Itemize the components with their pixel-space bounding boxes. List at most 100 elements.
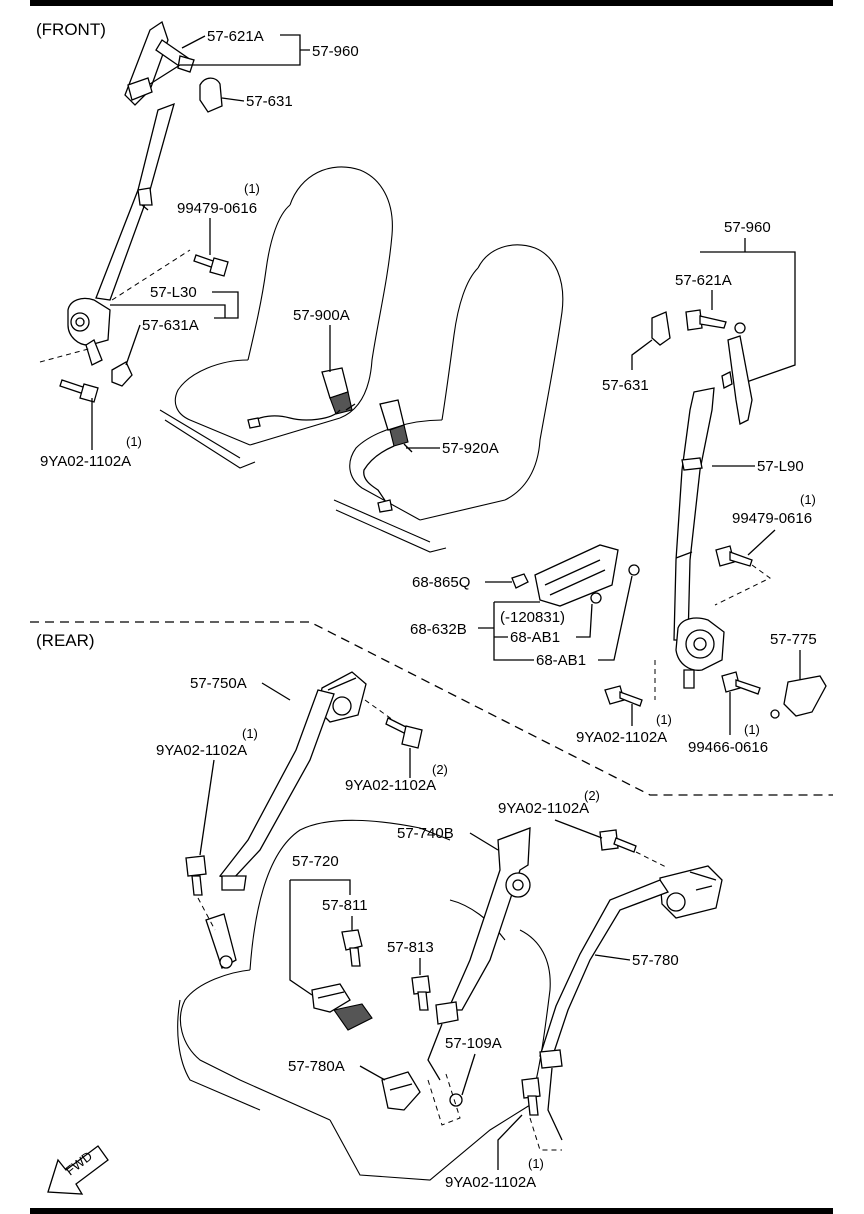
label-57-780: 57-780 — [632, 952, 679, 969]
leader-960-right — [700, 238, 796, 386]
rear-right-belt-webbing — [539, 879, 669, 1141]
leader-960-top — [149, 34, 310, 85]
rear-right-bolt-9ya02-3 — [599, 829, 637, 853]
rear-right-retractor — [659, 865, 723, 919]
leader-9ya02-rear1 — [199, 759, 215, 856]
front-right-bolt-621a — [685, 309, 746, 334]
label-57-l30: 57-L30 — [150, 284, 197, 301]
front-left-belt-cover — [111, 361, 133, 387]
front-right-belt-webbing — [673, 387, 715, 641]
front-right-retractor — [675, 617, 725, 689]
top-border — [30, 0, 833, 6]
label-9ya02-qty-rear2: (2) — [432, 762, 448, 777]
label-57-631-top: 57-631 — [246, 93, 293, 110]
label-120831: (-120831) — [500, 609, 565, 626]
rear-center-belt-webbing — [427, 827, 531, 1081]
label-57-811: 57-811 — [322, 897, 368, 914]
front-buckle-920a — [363, 399, 413, 513]
label-9ya02-1102a-front: 9YA02-1102A — [40, 453, 131, 470]
front-right-dashed-guide — [654, 564, 771, 700]
label-99479-0616-right: 99479-0616 — [732, 510, 812, 527]
rear-bolt-811 — [341, 929, 363, 967]
front-bolt-9ya02 — [59, 379, 99, 403]
front-bolt-621a — [155, 39, 195, 73]
front-right-bolt-9ya02 — [604, 685, 643, 707]
label-9ya02-1102a-right: 9YA02-1102A — [576, 729, 667, 746]
rear-right-dashed-guide — [529, 851, 669, 1151]
front-left-anchor-bracket — [124, 20, 169, 106]
rear-buckle-780a — [381, 1071, 421, 1111]
leader-631-top — [221, 97, 245, 102]
label-68-865q: 68-865Q — [412, 574, 470, 591]
leader-632b — [478, 601, 540, 661]
fwd-arrow-icon: FWD — [47, 1145, 109, 1195]
front-left-dashed-guide — [39, 249, 191, 363]
rear-right-bolt-9ya02-4 — [521, 1077, 541, 1116]
label-9ya02-qty-rear4: (1) — [528, 1156, 544, 1171]
front-right-bolt-99479 — [715, 545, 753, 567]
label-9ya02-qty-right: (1) — [656, 712, 672, 727]
label-9ya02-1102a-rear4: 9YA02-1102A — [445, 1174, 536, 1191]
rear-buckle-720 — [311, 983, 373, 1031]
front-section-title: (FRONT) — [36, 20, 106, 39]
label-57-720: 57-720 — [292, 853, 339, 870]
label-68-ab1-a: 68-AB1 — [510, 629, 560, 646]
front-right-buckle-stay-775 — [770, 675, 827, 719]
label-99466-qty: (1) — [744, 722, 760, 737]
leader-ab1-a — [576, 603, 593, 638]
label-57-631-right: 57-631 — [602, 377, 649, 394]
rear-section-title: (REAR) — [36, 631, 95, 650]
leader-780a — [359, 1065, 386, 1081]
leader-l30-631a — [110, 291, 239, 319]
label-9ya02-qty-rear3: (2) — [584, 788, 600, 803]
front-seat-left — [159, 166, 393, 469]
front-right-guide-631 — [651, 311, 671, 346]
label-57-780a: 57-780A — [288, 1058, 345, 1075]
front-seat-right — [333, 244, 564, 553]
leader-740b — [469, 832, 499, 851]
label-9ya02-1102a-rear1: 9YA02-1102A — [156, 742, 247, 759]
front-guide-631 — [199, 77, 223, 113]
seat-side-cover — [511, 544, 640, 607]
label-68-632b: 68-632B — [410, 621, 467, 638]
leader-780 — [594, 954, 631, 961]
label-57-109a: 57-109A — [445, 1035, 502, 1052]
leader-631a — [125, 324, 141, 366]
label-57-740b: 57-740B — [397, 825, 454, 842]
label-99479-0616: 99479-0616 — [177, 200, 257, 217]
front-left-belt-webbing — [95, 102, 175, 301]
rear-center-dashed-box — [427, 1073, 461, 1126]
leader-9ya02-rear4 — [497, 1114, 523, 1170]
leader-109a — [461, 1053, 476, 1096]
label-99466-0616: 99466-0616 — [688, 739, 768, 756]
leader-750a — [261, 682, 291, 701]
leader-ab1-b — [598, 575, 633, 661]
label-57-920a: 57-920A — [442, 440, 499, 457]
label-57-775: 57-775 — [770, 631, 817, 648]
bottom-border — [30, 1208, 833, 1214]
label-57-621a-top: 57-621A — [207, 28, 264, 45]
label-57-900a: 57-900A — [293, 307, 350, 324]
rear-left-bolt-9ya02-1 — [185, 855, 207, 896]
label-57-960-top: 57-960 — [312, 43, 359, 60]
front-right-anchor-bracket — [721, 335, 753, 425]
label-99479-qty: (1) — [244, 181, 260, 196]
label-57-631a: 57-631A — [142, 317, 199, 334]
rear-bolt-813 — [411, 975, 431, 1011]
label-57-l90: 57-L90 — [757, 458, 804, 475]
label-57-621a-right: 57-621A — [675, 272, 732, 289]
rear-left-bolt-9ya02-2 — [385, 717, 423, 749]
rear-left-belt-webbing — [205, 689, 335, 969]
leader-720 — [289, 879, 351, 996]
leader-9ya02-rear3 — [554, 819, 603, 839]
label-9ya02-qty-rear1: (1) — [242, 726, 258, 741]
label-9ya02-1102a-rear3: 9YA02-1102A — [498, 800, 589, 817]
label-68-ab1-b: 68-AB1 — [536, 652, 586, 669]
rear-left-dashed-guide — [197, 699, 401, 931]
section-divider — [30, 621, 833, 796]
leader-621a-top — [181, 35, 206, 49]
front-buckle-900a — [247, 367, 356, 429]
leader-631-right — [631, 339, 653, 370]
front-bolt-99479 — [193, 254, 229, 277]
